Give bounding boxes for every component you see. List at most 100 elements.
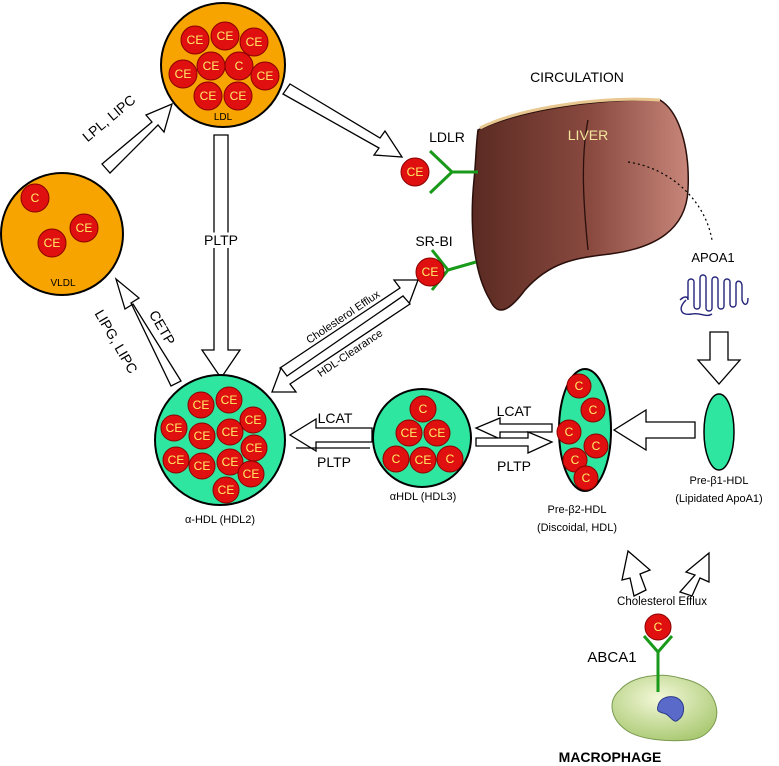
arrow-lcat-left	[288, 417, 373, 453]
pre-beta2-lipid-3-bead	[583, 433, 609, 459]
arrow-pltp-right	[475, 431, 554, 455]
enzyme-lipg-lipc: LIPG, LIPC	[92, 307, 141, 376]
vldl-lipid-0-text: C	[31, 191, 40, 205]
apoa1-protein-icon	[679, 274, 749, 312]
pre-beta2-lipid-2-text: C	[565, 425, 574, 439]
ldlr-receptor: CE	[400, 149, 478, 195]
hdl3-lipid-0-bead	[409, 395, 437, 423]
enzyme-pltp-vertical: PLTP	[204, 232, 238, 248]
hdl3-lipid-3-bead	[382, 445, 410, 473]
ldl-lipid-1-bead	[210, 21, 240, 51]
pre-beta2-label-2: (Discoidal, HDL)	[537, 522, 617, 534]
abca1-c-text: C	[654, 620, 663, 634]
arrow-lcat-right	[474, 417, 553, 441]
srbi-receptor: CE	[415, 249, 477, 291]
ldl-lipid-2-text: CE	[246, 35, 263, 49]
arrow-hdl2-to-vldl	[114, 277, 182, 387]
circulation-title: CIRCULATION	[530, 69, 624, 85]
hdl3-label: αHDL (HDL3)	[390, 491, 456, 503]
hdl2-lipid-6-text: CE	[168, 453, 185, 467]
hdl2-lipid-7-text: CE	[246, 441, 263, 455]
hdl2-lipid-9-text: CE	[222, 455, 239, 469]
arrow-efflux-to-preb1	[678, 551, 710, 597]
enzyme-lcat-right: LCAT	[497, 403, 532, 419]
hdl2-lipid-9-bead	[216, 448, 244, 476]
ldl-lipid-5-text: C	[235, 59, 244, 73]
pre-beta2-lipid-0-bead	[566, 373, 592, 399]
arrow-efflux-to-srbi	[279, 279, 419, 379]
pre-beta2-label-1: Pre-β2-HDL	[548, 504, 607, 516]
pre-beta1-label-1: Pre-β1-HDL	[690, 475, 749, 487]
srbi-ce-text: CE	[422, 265, 439, 279]
hdl2-lipid-8-bead	[188, 452, 216, 480]
arrow-vldl-to-ldl	[101, 102, 173, 174]
hdl3-lipid-5-text: C	[446, 452, 455, 466]
ldl-lipid-2-bead	[239, 27, 269, 57]
abca1-label: ABCA1	[587, 649, 636, 666]
ldl-lipid-6-bead	[250, 61, 280, 91]
ldl-lipid-4-text: CE	[203, 59, 220, 73]
pre-beta1-label-2: (Lipidated ApoA1)	[675, 493, 762, 505]
vldl-lipid-2-text: CE	[44, 236, 61, 250]
ldl-lipid-1-text: CE	[217, 29, 234, 43]
hdl2-lipid-4-text: CE	[194, 429, 211, 443]
hdl2-lipid-5-text: CE	[222, 425, 239, 439]
liver-top-edge	[479, 97, 661, 130]
hdl2-lipid-10-text: CE	[243, 467, 260, 481]
hdl3-lipid-4-bead	[409, 446, 437, 474]
hdl2-lipid-6-bead	[162, 446, 190, 474]
vldl-lipid-1-text: CE	[76, 221, 93, 235]
ldl-lipid-6-text: CE	[257, 69, 274, 83]
hdl2-lipid-1-text: CE	[221, 393, 238, 407]
macrophage-efflux-label: Cholesterol Efflux	[617, 596, 707, 608]
pre-beta2-lipid-1-text: C	[589, 403, 598, 417]
hdl2-lipid-2-bead	[160, 414, 188, 442]
arrow-preb1-to-preb2	[612, 408, 696, 452]
srbi-label: SR-BI	[415, 233, 452, 249]
hdl2-label: α-HDL (HDL2)	[185, 514, 255, 526]
hdl3-lipid-2-text: CE	[429, 426, 446, 440]
pre-beta2-lipid-0-text: C	[575, 379, 584, 393]
macrophage: C ABCA1 Cholesterol Efflux MACROPHAGE	[559, 596, 718, 765]
srbi-ce-bead	[415, 257, 445, 287]
pre-beta1-hdl: Pre-β1-HDL (Lipidated ApoA1)	[675, 393, 763, 505]
vldl-lipid-0-bead	[20, 183, 50, 213]
liver-lobe-line	[582, 119, 589, 251]
vldl-label: VLDL	[50, 278, 75, 289]
abca1-cholesterol-bead	[644, 613, 672, 641]
pre-beta2-lipid-1-bead	[580, 397, 606, 423]
hdl2-lipid-3-bead	[239, 406, 267, 434]
arrow-efflux-to-preb2	[621, 549, 652, 597]
liver-to-apoa1-dotted	[627, 161, 713, 241]
macrophage-nucleus	[657, 696, 685, 722]
pre-beta2-lipid-5-text: C	[582, 471, 591, 485]
hdl3-lipid-0-text: C	[419, 402, 428, 416]
arrow-ldl-to-hdl2	[200, 134, 242, 380]
liver-label: LIVER	[568, 127, 608, 143]
ldl-lipid-7-bead	[193, 81, 223, 111]
hdl3-lipid-1-text: CE	[401, 426, 418, 440]
ldlr-label: LDLR	[429, 129, 465, 145]
hdl3-lipid-2-bead	[423, 419, 451, 447]
abca1-transporter	[642, 635, 674, 692]
enzyme-pltp-left: PLTP	[317, 454, 351, 470]
enzyme-lcat-left: LCAT	[318, 410, 353, 426]
ldl-lipid-0-bead	[180, 25, 210, 55]
hdl2-lipid-1-bead	[215, 386, 243, 414]
vldl-lipid-2-bead	[37, 228, 67, 258]
ldl-label: LDL	[214, 112, 233, 123]
pre-beta2-lipid-3-text: C	[592, 439, 601, 453]
hdl2-lipid-0-bead	[187, 391, 215, 419]
ldlr-ce-text: CE	[407, 165, 424, 179]
hdl2-lipid-11-text: CE	[218, 483, 235, 497]
hdl3-lipid-3-text: C	[392, 452, 401, 466]
hdl3-lipid-5-bead	[436, 445, 464, 473]
enzyme-pltp-right: PLTP	[497, 458, 531, 474]
pre-beta2-lipid-5-bead	[573, 465, 599, 491]
